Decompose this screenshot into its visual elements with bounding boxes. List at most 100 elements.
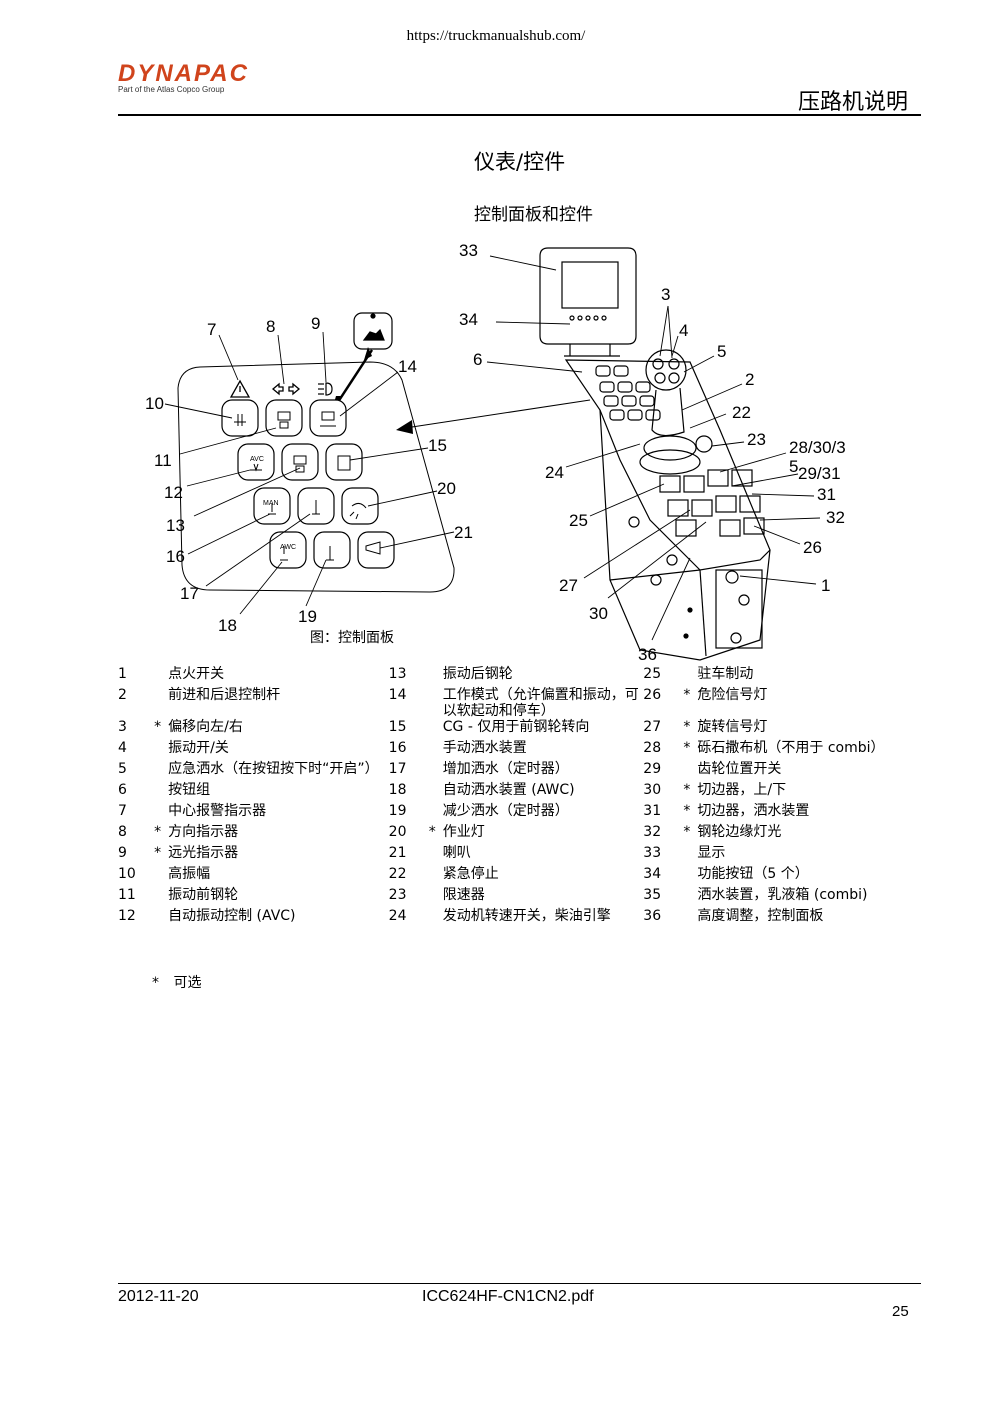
- legend-label: 高度调整，控制面板: [697, 908, 824, 924]
- callout-21: 21: [454, 523, 473, 542]
- callout-13: 13: [166, 516, 185, 535]
- legend-optional-star: *: [683, 782, 691, 798]
- callout-15: 15: [428, 436, 447, 455]
- subsection-title: 控制面板和控件: [474, 205, 593, 225]
- legend-label: 齿轮位置开关: [697, 761, 782, 777]
- legend-optional-star: [429, 687, 443, 719]
- high-beam-icon: [318, 382, 333, 396]
- legend-optional-star: [154, 803, 168, 824]
- legend-number: 1: [118, 666, 127, 682]
- legend-optional-star: *: [154, 824, 162, 840]
- legend-label: 切边器，洒水装置: [697, 803, 810, 819]
- callout-7: 7: [207, 320, 216, 339]
- callout-16: 16: [166, 547, 185, 566]
- legend-optional-star: [154, 740, 168, 761]
- legend-number: 32: [643, 824, 662, 840]
- brand-subtitle: Part of the Atlas Copco Group: [118, 85, 225, 94]
- callout-10: 10: [145, 394, 164, 413]
- section-title: 仪表/控件: [474, 150, 566, 174]
- callout-25: 25: [569, 511, 588, 530]
- legend-optional-star: *: [683, 824, 691, 840]
- legend-number: 4: [118, 740, 127, 756]
- legend-label: 方向指示器: [168, 824, 239, 840]
- legend-label: 振动前钢轮: [168, 887, 239, 903]
- legend-label: 切边器，上/下: [697, 782, 787, 798]
- legend-label: 显示: [697, 845, 726, 861]
- legend-number: 17: [388, 761, 407, 777]
- legend-optional-star: *: [683, 803, 691, 819]
- display-unit: [539, 247, 637, 357]
- legend-optional-star: [429, 740, 443, 761]
- callout-3: 3: [661, 285, 670, 304]
- callout-12: 12: [164, 483, 183, 502]
- callout-26: 26: [803, 538, 822, 557]
- legend-number: 11: [118, 887, 136, 903]
- legend-label: 砾石撒布机（不用于 combi）: [697, 740, 885, 756]
- legend-optional-star: [429, 782, 443, 803]
- callout-30: 30: [589, 604, 608, 623]
- legend-optional-star: [154, 687, 168, 719]
- legend-label: 发动机转速开关，柴油引擎: [442, 908, 611, 924]
- legend-label: 钢轮边缘灯光: [697, 824, 782, 840]
- legend-optional-star: [429, 908, 443, 929]
- callout-4: 4: [679, 321, 688, 340]
- machine-leader-lines: [486, 255, 821, 641]
- legend-optional-star: [683, 845, 697, 866]
- legend-number: 31: [643, 803, 662, 819]
- legend-label: 前进和后退控制杆: [168, 687, 281, 703]
- legend-optional-star: [683, 908, 697, 929]
- legend-optional-star: [683, 887, 697, 908]
- legend-label: 限速器: [442, 887, 485, 903]
- callout-32: 32: [826, 508, 845, 527]
- legend-number: 20: [388, 824, 407, 840]
- callout-9: 9: [311, 314, 320, 333]
- legend-number: 8: [118, 824, 127, 840]
- panel-leader-lines: [164, 331, 455, 615]
- legend-optional-star: *: [683, 719, 691, 735]
- legend-optional-star: [429, 887, 443, 908]
- legend-optional-star: [683, 866, 697, 887]
- callout-28-30-3-wrap: 5: [789, 457, 798, 476]
- legend-optional-star: [154, 666, 168, 687]
- panel-buttons: [221, 399, 395, 569]
- legend-optional-star: [429, 761, 443, 782]
- legend-label: 高振幅: [168, 866, 211, 882]
- legend-label: 手动洒水装置: [442, 740, 527, 756]
- legend-number: 7: [118, 803, 127, 819]
- legend-optional-star: [683, 761, 697, 782]
- legend-number: 19: [388, 803, 407, 819]
- document-title: 压路机说明: [797, 90, 908, 115]
- legend-optional-star: *: [683, 740, 691, 756]
- header-rule: [118, 114, 921, 116]
- footer-filename: ICC624HF-CN1CN2.pdf: [422, 1288, 594, 1305]
- header-url[interactable]: https://truckmanualshub.com/: [406, 28, 586, 44]
- legend-number: 25: [643, 666, 662, 682]
- legend-number: 2: [118, 687, 127, 703]
- legend-number: 18: [388, 782, 407, 798]
- control-panel-outline: [177, 361, 455, 593]
- legend-number: 10: [118, 866, 136, 882]
- callout-33: 33: [459, 241, 478, 260]
- callout-36: 36: [638, 645, 657, 664]
- legend-label: 应急洒水（在按钮按下时“开启”）: [168, 761, 379, 777]
- legend-label: 减少洒水（定时器）: [442, 803, 569, 819]
- callout-5: 5: [717, 342, 726, 361]
- legend-label: CG - 仅用于前钢轮转向: [442, 719, 590, 735]
- legend-number: 16: [388, 740, 407, 756]
- callout-23: 23: [747, 430, 766, 449]
- dynapac-logo: DYNAPAC Part of the Atlas Copco Group: [118, 60, 288, 96]
- callout-6: 6: [473, 350, 482, 369]
- legend-label: 危险信号灯: [697, 687, 768, 703]
- legend-number: 13: [388, 666, 407, 682]
- legend-label: 旋转信号灯: [697, 719, 768, 735]
